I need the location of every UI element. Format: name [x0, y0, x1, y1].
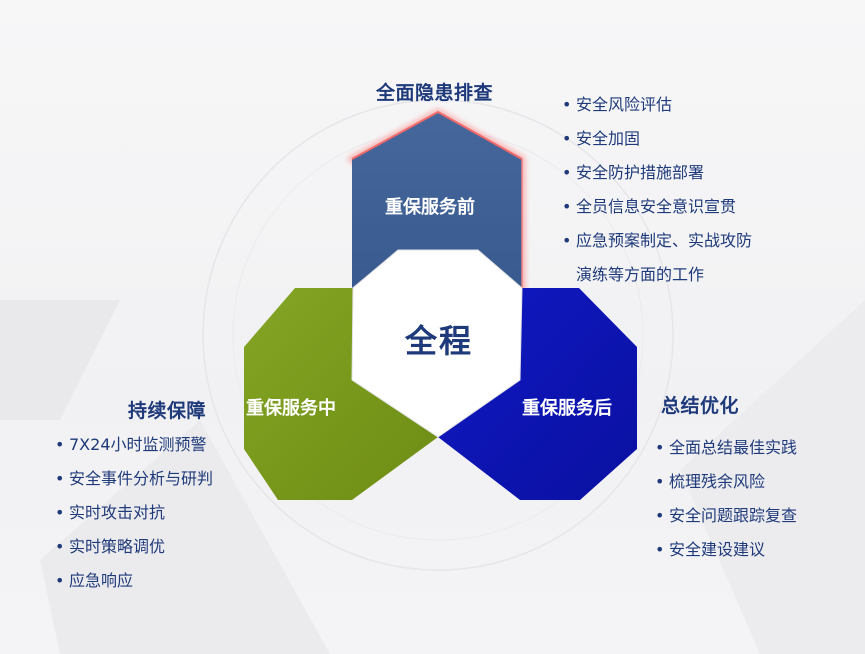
list-item: 安全建设建议: [655, 533, 797, 567]
hex-after: [438, 288, 637, 500]
list-item: 安全问题跟踪复查: [655, 499, 797, 533]
title-before: 全面隐患排查: [376, 82, 494, 104]
list-item: 全面总结最佳实践: [655, 431, 797, 465]
center-label: 全程: [405, 322, 474, 360]
list-item: 安全事件分析与研判: [55, 462, 213, 496]
hex-label-before: 重保服务前: [385, 197, 475, 218]
list-item-continuation: 演练等方面的工作: [576, 265, 705, 284]
hex-before: [352, 112, 522, 288]
list-item: 应急预案制定、实战攻防: [562, 224, 752, 258]
list-item: 安全加固: [562, 122, 752, 156]
list-item: 安全防护措施部署: [562, 156, 752, 190]
title-after: 总结优化: [661, 395, 740, 417]
list-during: 7X24小时监测预警 安全事件分析与研判 实时攻击对抗 实时策略调优 应急响应: [55, 428, 213, 598]
list-after: 全面总结最佳实践 梳理残余风险 安全问题跟踪复查 安全建设建议: [655, 431, 797, 567]
hex-label-during: 重保服务中: [246, 398, 336, 419]
list-item: 实时攻击对抗: [55, 496, 213, 530]
hex-center: [352, 250, 522, 437]
title-during: 持续保障: [128, 400, 207, 422]
hex-during: [244, 288, 438, 500]
list-before: 安全风险评估 安全加固 安全防护措施部署 全员信息安全意识宣贯 应急预案制定、实…: [562, 88, 752, 258]
list-item: 应急响应: [55, 564, 213, 598]
list-item: 梳理残余风险: [655, 465, 797, 499]
list-item: 安全风险评估: [562, 88, 752, 122]
list-item: 全员信息安全意识宣贯: [562, 190, 752, 224]
hex-label-after: 重保服务后: [522, 398, 612, 419]
list-item: 实时策略调优: [55, 530, 213, 564]
list-item: 7X24小时监测预警: [55, 428, 213, 462]
